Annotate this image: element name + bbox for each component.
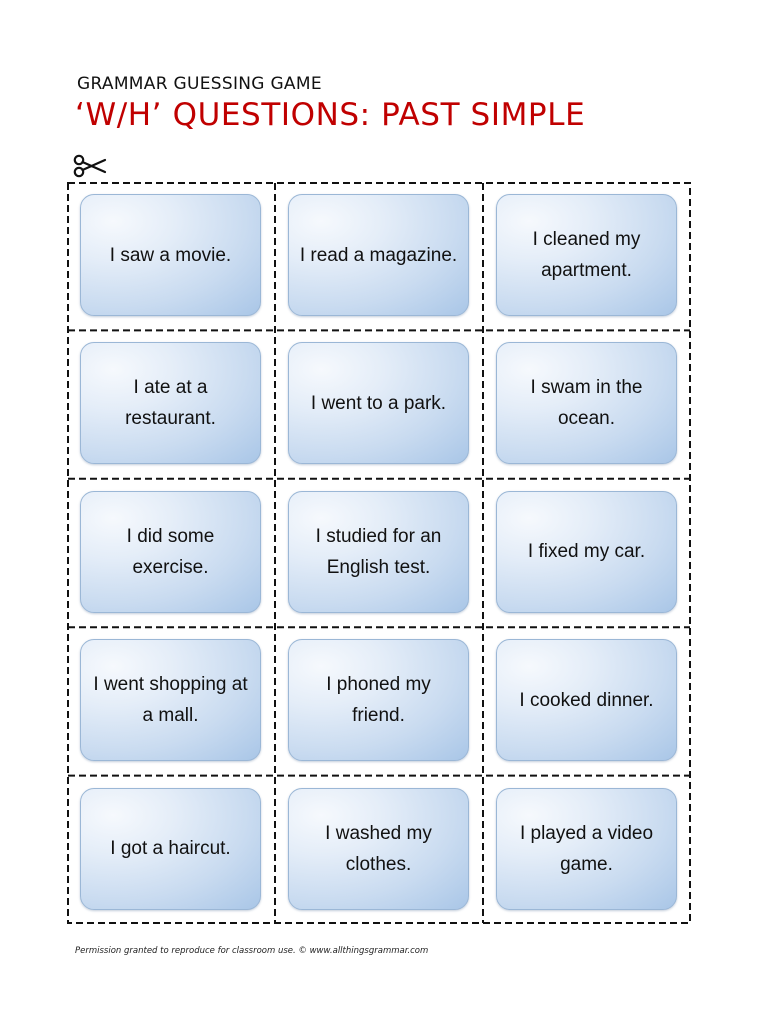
card-cell: I studied for an English test.: [275, 479, 483, 627]
sentence-card: I cleaned my apartment.: [496, 194, 677, 316]
sentence-card: I cooked dinner.: [496, 639, 677, 762]
card-cell: I ate at a restaurant.: [67, 330, 275, 478]
card-grid: I saw a movie. I read a magazine. I cleane…: [67, 182, 691, 924]
sentence-card: I swam in the ocean.: [496, 342, 677, 465]
card-cell: I went shopping at a mall.: [67, 627, 275, 775]
card-text: I phoned my friend.: [326, 674, 431, 727]
card-text: I studied for an English test.: [315, 525, 442, 578]
card-text: I got a haircut.: [110, 838, 231, 860]
card-cell: I washed my clothes.: [275, 776, 483, 924]
card-cell: I saw a movie.: [67, 182, 275, 330]
sentence-card: I went to a park.: [288, 342, 469, 465]
card-text: I washed my clothes.: [325, 822, 432, 875]
cut-lines: [67, 182, 691, 924]
sentence-card: I went shopping at a mall.: [80, 639, 261, 762]
card-text: I cooked dinner.: [519, 689, 654, 711]
card-cell: I played a video game.: [483, 776, 691, 924]
card-cell: I fixed my car.: [483, 479, 691, 627]
card-text: I ate at a restaurant.: [125, 377, 216, 430]
card-text: I went shopping at a mall.: [93, 674, 248, 727]
card-text: I cleaned my apartment.: [532, 229, 641, 281]
scissors-icon: [73, 154, 107, 178]
sentence-card: I phoned my friend.: [288, 639, 469, 762]
card-cell: I swam in the ocean.: [483, 330, 691, 478]
card-cell: I got a haircut.: [67, 776, 275, 924]
page-title: ‘W/H’ QUESTIONS: PAST SIMPLE: [75, 97, 586, 133]
card-cell: I did some exercise.: [67, 479, 275, 627]
sentence-card: I played a video game.: [496, 787, 677, 910]
sentence-card: I fixed my car.: [496, 490, 677, 613]
footer-permission: Permission granted to reproduce for clas…: [75, 946, 429, 956]
card-text: I fixed my car.: [527, 541, 646, 563]
sentence-card: I ate at a restaurant.: [80, 342, 261, 465]
card-text: I saw a movie.: [109, 244, 232, 266]
sentence-card: I washed my clothes.: [288, 787, 469, 910]
subtitle: GRAMMAR GUESSING GAME: [77, 74, 322, 94]
card-cell: I cleaned my apartment.: [483, 182, 691, 330]
card-cell: I went to a park.: [275, 330, 483, 478]
card-text: I played a video game.: [519, 822, 654, 875]
sentence-card: I got a haircut.: [80, 787, 261, 910]
card-text: I read a magazine.: [299, 244, 458, 266]
card-text: I did some exercise.: [126, 525, 215, 578]
card-cell: I read a magazine.: [275, 182, 483, 330]
card-text: I went to a park.: [310, 392, 447, 414]
sentence-card: I did some exercise.: [80, 490, 261, 613]
card-text: I swam in the ocean.: [530, 377, 643, 430]
card-cell: I phoned my friend.: [275, 627, 483, 775]
sentence-card: I read a magazine.: [288, 194, 469, 316]
sentence-card: I saw a movie.: [80, 194, 261, 316]
sentence-card: I studied for an English test.: [288, 490, 469, 613]
card-cell: I cooked dinner.: [483, 627, 691, 775]
